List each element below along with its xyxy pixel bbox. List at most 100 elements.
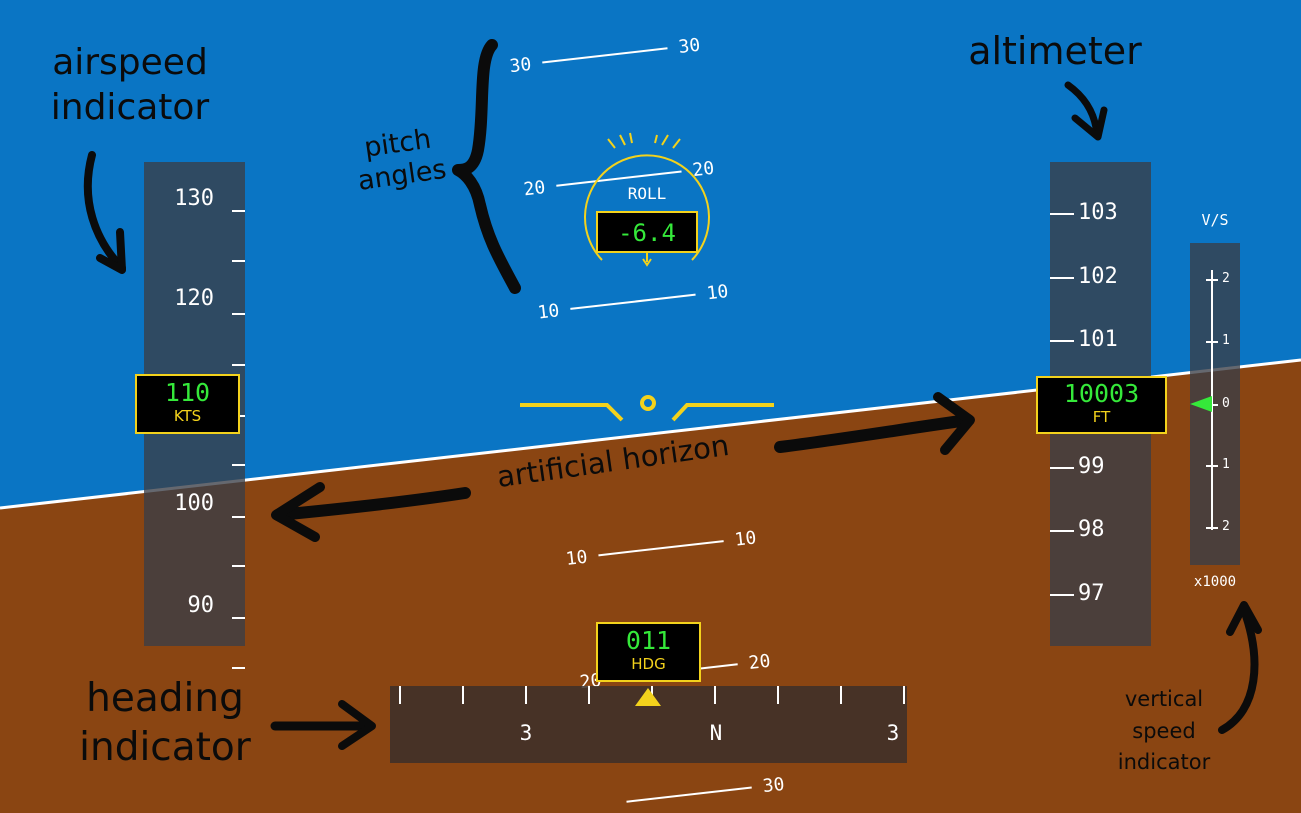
horizon-right-arrow [774, 414, 974, 453]
horizon-left-arrow [272, 487, 471, 521]
center-dot [640, 395, 656, 411]
vsi-tick [1206, 404, 1218, 406]
airspeed-unit: KTS [173, 407, 202, 425]
roll-pointer-arrow [642, 258, 652, 267]
vsi-label: 1 [1222, 333, 1230, 348]
pitch-rung [542, 47, 668, 64]
airspeed-readout: 110 KTS [135, 374, 240, 434]
airspeed-annotation-line-1: airspeed [52, 42, 208, 83]
vsi-annotation: vertical speed indicator [1104, 684, 1224, 779]
altimeter-tick [1050, 340, 1074, 342]
airspeed-label: 100 [174, 491, 214, 516]
vsi-label: 2 [1222, 519, 1230, 534]
vsi-annotation-line-1: vertical [1124, 687, 1204, 711]
altimeter-arrow-head [1071, 106, 1108, 141]
pitch-bracket [452, 39, 521, 294]
altimeter-tick [1050, 467, 1074, 469]
heading-annotation-line-1: heading [86, 676, 244, 721]
altimeter-label: 98 [1078, 517, 1105, 542]
vsi-tick [1206, 465, 1218, 467]
vsi-arrow-head [1226, 601, 1262, 636]
heading-arrow-head [338, 700, 376, 750]
roll-indicator [584, 132, 710, 267]
airspeed-tick [232, 210, 245, 212]
airspeed-value: 110 [164, 378, 211, 407]
airspeed-label: 90 [187, 593, 215, 618]
heading-tick [399, 686, 401, 704]
heading-tick [840, 686, 842, 704]
vsi-title: V/S [1201, 211, 1229, 229]
pitch-label-left: 30 [509, 54, 533, 77]
sky [0, 0, 1301, 508]
altimeter-label: 103 [1078, 200, 1118, 225]
altitude-value: 10003 [1063, 379, 1140, 408]
altimeter-tick [1050, 213, 1074, 215]
altimeter-arrow [1064, 81, 1101, 139]
heading-tick [714, 686, 716, 704]
pitch-label-right: 30 [677, 35, 701, 58]
vsi-label: 1 [1222, 457, 1230, 472]
pitch-rung [556, 170, 682, 187]
airspeed-tick [232, 260, 245, 262]
altitude-unit: FT [1092, 408, 1111, 426]
roll-value: -6.4 [618, 219, 676, 247]
horizon-left-arrow-head [271, 482, 325, 542]
heading-indicator: 3 N 3 [390, 686, 907, 763]
airspeed-label: 130 [174, 186, 214, 211]
heading-scale-label-right: 3 [886, 721, 900, 745]
pitch-label-left: 20 [523, 177, 547, 200]
roll-label: ROLL [628, 184, 667, 203]
aircraft-symbol [520, 395, 774, 422]
annotation-strokes [83, 39, 1262, 750]
airspeed-tick [232, 516, 245, 518]
pitch-rung [598, 540, 724, 557]
roll-arc [584, 154, 710, 261]
left-wing [520, 403, 624, 422]
pitch-label-right: 20 [691, 158, 715, 181]
vsi-annotation-line-3: indicator [1117, 750, 1211, 774]
altimeter-label: 97 [1078, 581, 1105, 606]
pitch-label-right: 30 [762, 774, 786, 797]
heading-scale-label-left: 3 [519, 721, 533, 745]
pitch-label-right: 20 [748, 651, 772, 674]
heading-annotation: heading indicator [60, 675, 270, 773]
heading-tick [903, 686, 905, 704]
vsi-arrow [1218, 606, 1259, 734]
airspeed-arrow-head [96, 228, 126, 274]
vsi-label: 2 [1222, 271, 1230, 286]
heading-unit: HDG [631, 655, 666, 673]
airspeed-tick [232, 313, 245, 315]
heading-tick [462, 686, 464, 704]
pitch-rung [570, 293, 696, 310]
pitch-label-left: 10 [565, 547, 589, 570]
airspeed-annotation: airspeed indicator [30, 40, 230, 130]
airspeed-annotation-line-2: indicator [50, 87, 210, 128]
altimeter-label: 101 [1078, 327, 1118, 352]
vsi-label: 0 [1222, 396, 1230, 411]
airspeed-tick [232, 617, 245, 619]
vsi-tick [1206, 279, 1218, 281]
heading-value: 011 [625, 626, 672, 655]
altimeter-tick [1050, 594, 1074, 596]
airspeed-tick [232, 364, 245, 366]
altimeter-label: 102 [1078, 264, 1118, 289]
vsi-tick [1206, 341, 1218, 343]
heading-tick [525, 686, 527, 704]
heading-pointer [635, 688, 661, 706]
altimeter-readout: 10003 FT [1036, 376, 1167, 434]
airspeed-arrow [83, 151, 126, 272]
altimeter-label: 99 [1078, 454, 1105, 479]
airspeed-tick [232, 565, 245, 567]
pitch-label-left: 10 [537, 300, 561, 323]
pitch-rung [626, 786, 752, 803]
vsi-multiplier: x1000 [1193, 574, 1237, 590]
airspeed-tick [232, 464, 245, 466]
heading-scale-label-north: N [709, 721, 723, 745]
altimeter-tick [1050, 277, 1074, 279]
vsi-tick [1206, 527, 1218, 529]
vsi-scale-line [1211, 270, 1213, 530]
vsi-annotation-line-2: speed [1132, 718, 1196, 743]
pitch-label-right: 10 [706, 281, 730, 304]
